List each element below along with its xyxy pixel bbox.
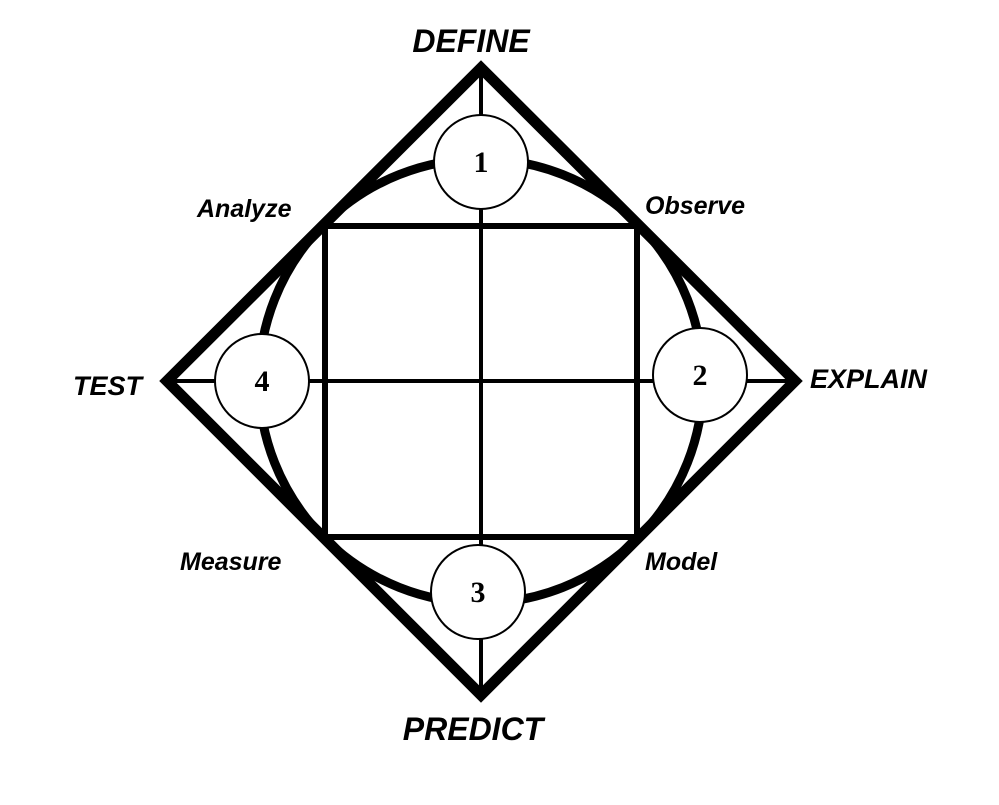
label-explain: EXPLAIN: [810, 364, 928, 394]
label-analyze: Analyze: [196, 195, 292, 223]
step-2: 2: [693, 359, 708, 392]
step-circle-2: [652, 327, 748, 423]
label-test: TEST: [73, 371, 145, 401]
step-1: 1: [474, 146, 489, 179]
step-circle-4: [214, 333, 310, 429]
label-define: DEFINE: [412, 23, 531, 59]
label-predict: PREDICT: [403, 711, 546, 747]
step-circle-3: [430, 544, 526, 640]
label-observe: Observe: [645, 192, 745, 220]
label-model: Model: [645, 548, 718, 576]
step-4: 4: [255, 365, 270, 398]
label-measure: Measure: [180, 548, 282, 576]
step-3: 3: [471, 576, 486, 609]
step-circle-1: [433, 114, 529, 210]
